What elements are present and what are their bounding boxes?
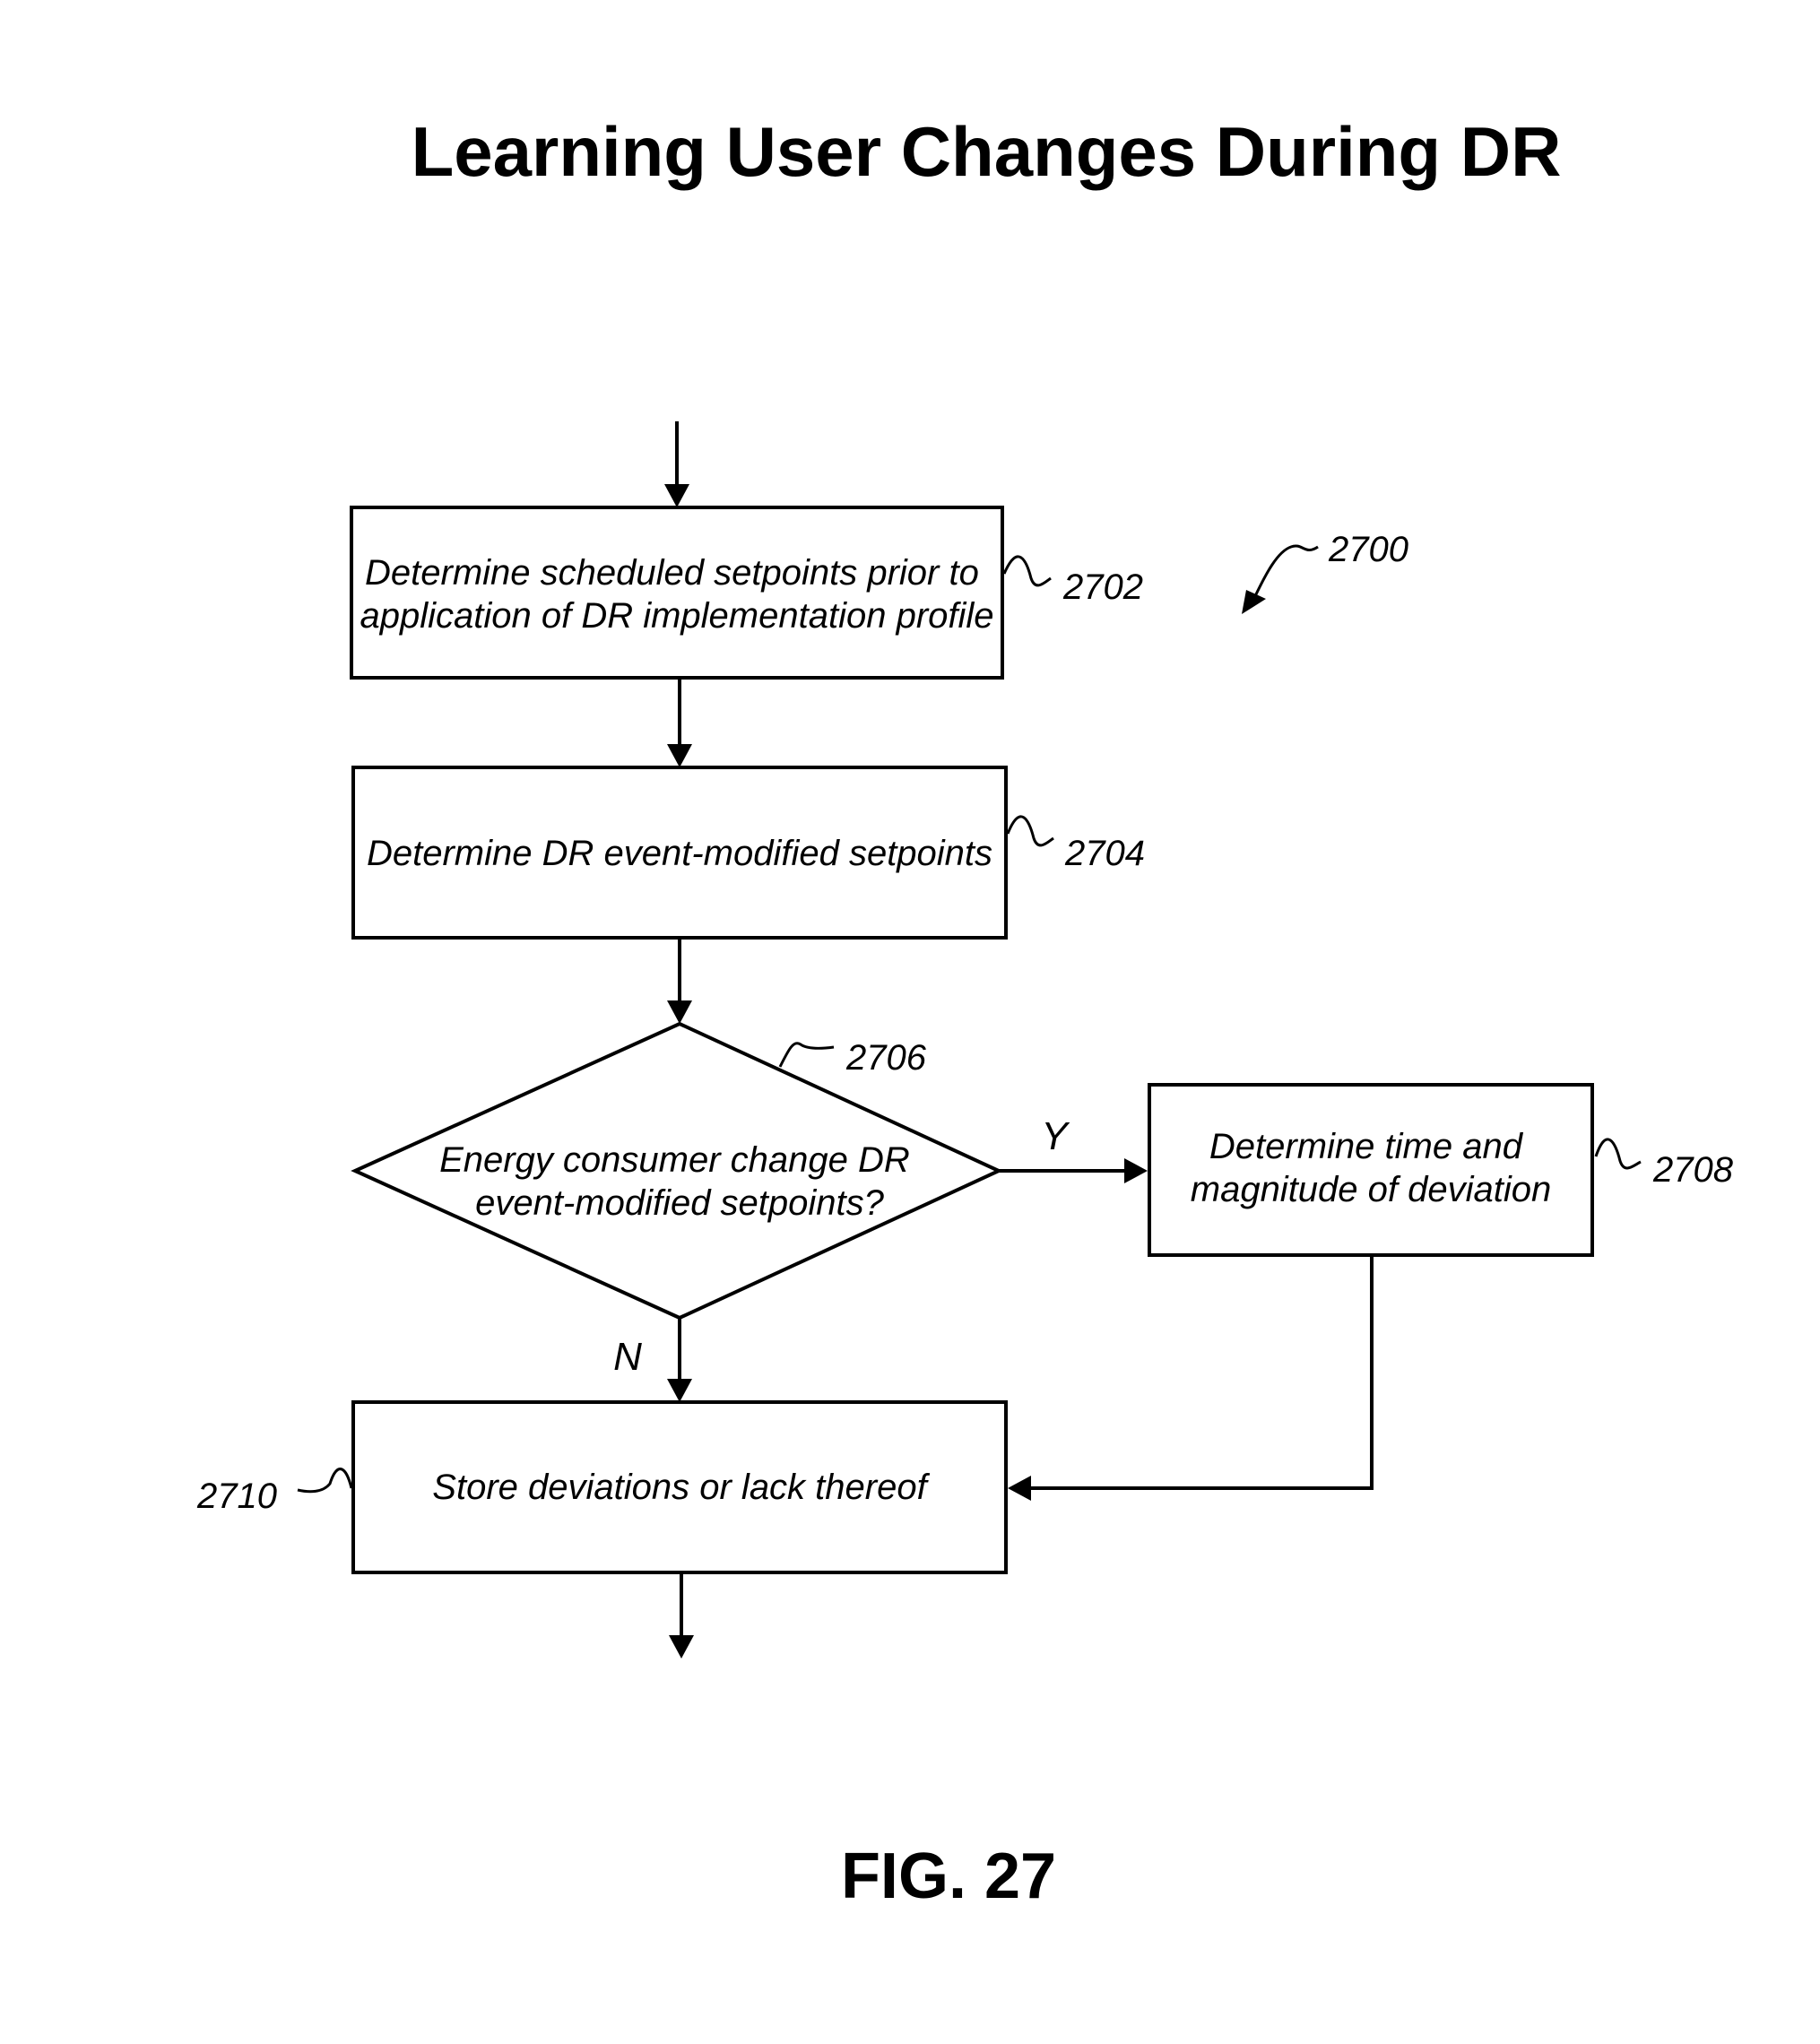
step-2710: Store deviations or lack thereof — [353, 1402, 1006, 1572]
step-2708-line-2: magnitude of deviation — [1191, 1170, 1552, 1209]
step-2704-label: Determine DR event-modified setpoints — [367, 834, 992, 873]
ref-2702-leader — [1004, 557, 1051, 585]
ref-2710-leader — [298, 1469, 351, 1492]
arrow-no-head — [667, 1379, 692, 1402]
step-2702-line-1: Determine scheduled setpoints prior to — [365, 553, 979, 593]
step-2704: Determine DR event-modified setpoints — [353, 767, 1006, 938]
ref-2702: 2702 — [1062, 567, 1143, 607]
diagram-title: Learning User Changes During DR — [412, 112, 1562, 191]
ref-2704-leader — [1008, 817, 1053, 845]
arrow-yes-head — [1124, 1158, 1148, 1183]
ref-2710: 2710 — [196, 1477, 277, 1516]
step-2706-line-1: Energy consumer change DR — [439, 1140, 910, 1180]
ref-2700-leader — [1255, 546, 1318, 596]
step-2704-line-1: Determine DR event-modified setpoints — [367, 834, 992, 873]
ref-2708-leader — [1596, 1139, 1641, 1168]
branch-yes-label: Y — [1041, 1114, 1070, 1158]
ref-2708: 2708 — [1652, 1150, 1734, 1190]
step-2702-line-2: application of DR implementation profile — [360, 596, 993, 636]
ref-2700-arrowhead — [1242, 590, 1266, 614]
step-2708-line-1: Determine time and — [1209, 1127, 1524, 1166]
arrow-2702-2704-head — [667, 744, 692, 767]
entry-arrowhead — [664, 484, 689, 507]
branch-no-label: N — [613, 1335, 642, 1379]
arrow-2708-2710-head — [1008, 1476, 1031, 1501]
ref-2706-leader — [780, 1044, 834, 1067]
ref-2706: 2706 — [845, 1038, 927, 1078]
figure-ref-2700: 2700 — [1328, 530, 1408, 569]
arrow-2704-2706-head — [667, 1000, 692, 1024]
exit-arrowhead — [669, 1635, 694, 1659]
step-2710-line-1: Store deviations or lack thereof — [432, 1468, 930, 1507]
figure-label: FIG. 27 — [841, 1840, 1056, 1912]
step-2706-line-2: event-modified setpoints? — [475, 1183, 885, 1223]
step-2702-box — [351, 507, 1002, 678]
step-2710-label: Store deviations or lack thereof — [432, 1468, 930, 1507]
step-2702: Determine scheduled setpoints prior to a… — [351, 507, 1002, 678]
step-2708: Determine time and magnitude of deviatio… — [1149, 1085, 1592, 1255]
ref-2704: 2704 — [1064, 834, 1145, 873]
arrow-2708-2710-line — [1031, 1255, 1372, 1488]
